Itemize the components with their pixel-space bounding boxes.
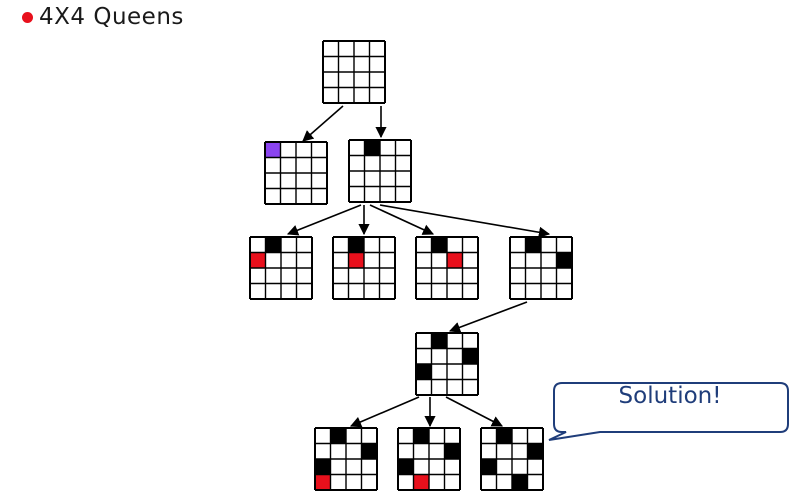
queen-cell <box>556 252 572 268</box>
board-n2c <box>415 236 479 300</box>
board-n2a <box>249 236 313 300</box>
board-n4a <box>314 427 378 491</box>
board-n2d <box>509 236 573 300</box>
tree-edges <box>286 105 551 428</box>
queen-cell <box>361 443 377 459</box>
edge-n1b-to-n2c <box>369 204 435 235</box>
queen-cell <box>364 140 380 156</box>
conflict-cell <box>447 252 463 268</box>
edge-n1b-to-n2a <box>286 204 362 236</box>
queen-cell <box>444 443 460 459</box>
slide-title: 4X4 Queens <box>39 4 184 30</box>
queen-cell <box>431 237 447 253</box>
edge-root-to-n1a <box>302 105 344 142</box>
edge-n1b-to-n2d <box>379 204 551 238</box>
queen-cell <box>481 459 497 475</box>
board-n4b <box>397 427 461 491</box>
slide-title-row: 4X4 Queens <box>22 4 184 30</box>
conflict-cell <box>348 252 364 268</box>
solution-callout-text: Solution! <box>618 383 722 409</box>
queen-cell <box>330 428 346 444</box>
conflict-cell <box>250 252 266 268</box>
solution-callout-bubble <box>548 382 789 441</box>
tree-boards <box>249 40 573 491</box>
board-n1a <box>264 141 328 205</box>
first-try-cell <box>265 142 281 158</box>
queen-cell <box>496 428 512 444</box>
board-n2b <box>332 236 396 300</box>
board-n4c <box>480 427 544 491</box>
board-root <box>322 40 386 104</box>
queen-cell <box>512 474 528 490</box>
conflict-cell <box>315 474 331 490</box>
queen-cell <box>413 428 429 444</box>
board-n1b <box>348 139 412 203</box>
queen-cell <box>462 348 478 364</box>
edge-n3-to-n4c <box>445 396 503 427</box>
bullet-dot-icon <box>22 11 33 23</box>
queen-cell <box>315 459 331 475</box>
queen-cell <box>416 364 432 380</box>
queen-cell <box>348 237 364 253</box>
edge-n3-to-n4a <box>349 396 420 428</box>
queen-cell <box>527 443 543 459</box>
conflict-cell <box>413 474 429 490</box>
queen-cell <box>431 333 447 349</box>
board-n3 <box>415 332 479 396</box>
queen-cell <box>398 459 414 475</box>
queen-cell <box>265 237 281 253</box>
edge-n2d-to-n3 <box>448 301 528 333</box>
queen-cell <box>525 237 541 253</box>
